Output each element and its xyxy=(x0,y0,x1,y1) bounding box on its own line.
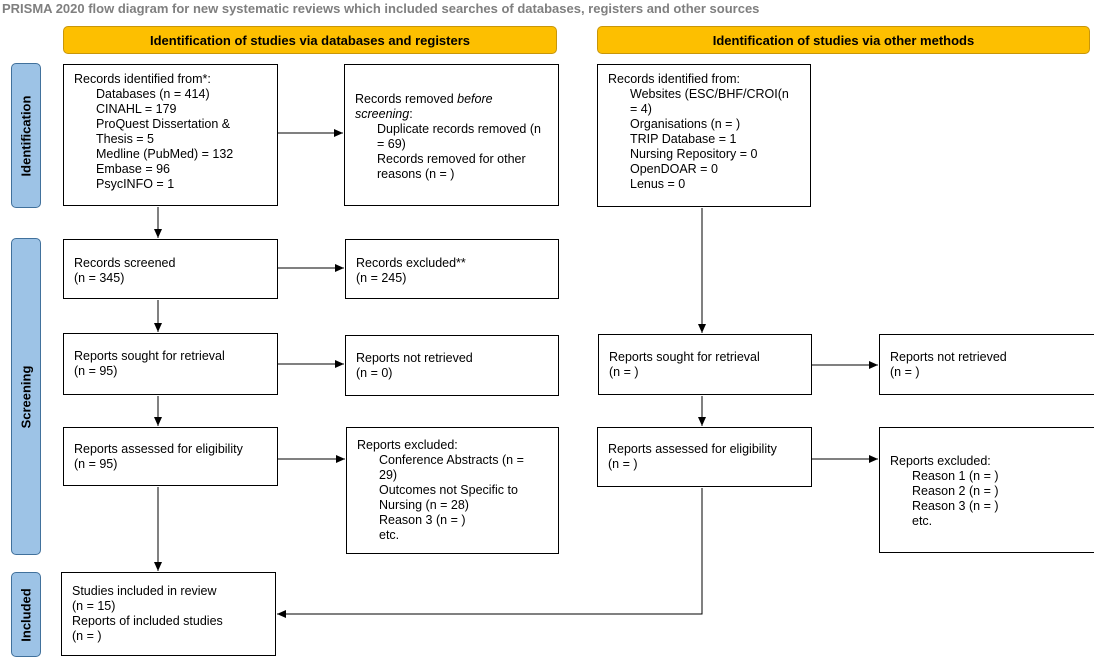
reports-assessed-other-count: (n = ) xyxy=(608,457,638,471)
records-screened-count: (n = 345) xyxy=(74,271,125,285)
reports-sought-other-count: (n = ) xyxy=(609,365,639,379)
records-identified-line: Thesis = 5 xyxy=(96,132,155,146)
reports-excluded-db-box: Reports excluded: Conference Abstracts (… xyxy=(346,427,559,554)
reports-assessed-other-label: Reports assessed for eligibility xyxy=(608,442,777,456)
records-excluded-box: Records excluded** (n = 245) xyxy=(345,239,559,299)
studies-included-line: (n = ) xyxy=(72,629,102,643)
diagram-title: PRISMA 2020 flow diagram for new systema… xyxy=(2,1,760,16)
other-identified-line: Organisations (n = ) xyxy=(630,117,741,131)
records-removed-box: Records removed before screening: Duplic… xyxy=(344,64,559,206)
records-screened-label: Records screened xyxy=(74,256,176,270)
reports-sought-other-box: Reports sought for retrieval (n = ) xyxy=(598,334,812,395)
header-other-methods: Identification of studies via other meth… xyxy=(597,26,1090,54)
reports-assessed-db-box: Reports assessed for eligibility (n = 95… xyxy=(63,427,278,486)
reports-excluded-other-heading: Reports excluded: xyxy=(890,454,991,468)
reports-excluded-other-line: Reason 3 (n = ) xyxy=(912,499,999,513)
reports-not-retrieved-db-box: Reports not retrieved (n = 0) xyxy=(345,335,559,396)
studies-included-line: (n = 15) xyxy=(72,599,116,613)
records-excluded-label: Records excluded** xyxy=(356,256,466,270)
stage-screening: Screening xyxy=(11,238,41,555)
reports-not-retrieved-other-label: Reports not retrieved xyxy=(890,350,1007,364)
records-removed-line: reasons (n = ) xyxy=(377,167,455,181)
other-identified-line: Websites (ESC/BHF/CROI(n xyxy=(630,87,789,101)
records-identified-box: Records identified from*: Databases (n =… xyxy=(63,64,278,206)
reports-excluded-other-line: Reason 2 (n = ) xyxy=(912,484,999,498)
records-identified-line: Embase = 96 xyxy=(96,162,171,176)
reports-excluded-db-line: Outcomes not Specific to xyxy=(379,483,518,497)
records-removed-line: = 69) xyxy=(377,137,406,151)
reports-excluded-db-line: etc. xyxy=(379,528,400,542)
reports-sought-db-count: (n = 95) xyxy=(74,364,118,378)
reports-excluded-db-line: Reason 3 (n = ) xyxy=(379,513,466,527)
records-excluded-count: (n = 245) xyxy=(356,271,407,285)
reports-excluded-db-line: Nursing (n = 28) xyxy=(379,498,469,512)
other-identified-line: TRIP Database = 1 xyxy=(630,132,737,146)
studies-included-line: Studies included in review xyxy=(72,584,217,598)
records-identified-line: ProQuest Dissertation & xyxy=(96,117,231,131)
other-identified-heading: Records identified from: xyxy=(608,72,741,86)
records-identified-line: Medline (PubMed) = 132 xyxy=(96,147,234,161)
other-identified-line: OpenDOAR = 0 xyxy=(630,162,718,176)
reports-excluded-other-box: Reports excluded: Reason 1 (n = ) Reason… xyxy=(879,427,1094,553)
records-removed-heading: Records removed before screening: xyxy=(355,92,493,121)
other-identified-line: Nursing Repository = 0 xyxy=(630,147,758,161)
records-removed-line: Records removed for other xyxy=(377,152,526,166)
reports-not-retrieved-other-box: Reports not retrieved (n = ) xyxy=(879,334,1094,395)
reports-excluded-other-line: Reason 1 (n = ) xyxy=(912,469,999,483)
stage-identification: Identification xyxy=(11,63,41,208)
reports-not-retrieved-other-count: (n = ) xyxy=(890,365,920,379)
reports-excluded-db-line: 29) xyxy=(379,468,398,482)
reports-not-retrieved-db-label: Reports not retrieved xyxy=(356,351,473,365)
reports-excluded-other-line: etc. xyxy=(912,514,933,528)
records-removed-line: Duplicate records removed (n xyxy=(377,122,541,136)
records-screened-box: Records screened (n = 345) xyxy=(63,239,278,299)
reports-sought-other-label: Reports sought for retrieval xyxy=(609,350,760,364)
reports-not-retrieved-db-count: (n = 0) xyxy=(356,366,393,380)
stage-included: Included xyxy=(11,572,41,657)
reports-excluded-db-heading: Reports excluded: xyxy=(357,438,458,452)
other-identified-line: Lenus = 0 xyxy=(630,177,686,191)
records-identified-heading: Records identified from*: xyxy=(74,72,211,86)
other-identified-box: Records identified from: Websites (ESC/B… xyxy=(597,64,811,207)
reports-assessed-other-box: Reports assessed for eligibility (n = ) xyxy=(597,427,812,487)
reports-assessed-db-label: Reports assessed for eligibility xyxy=(74,442,243,456)
header-databases: Identification of studies via databases … xyxy=(63,26,557,54)
records-identified-line: Databases (n = 414) xyxy=(96,87,210,101)
other-identified-line: = 4) xyxy=(630,102,652,116)
studies-included-box: Studies included in review (n = 15) Repo… xyxy=(61,572,276,656)
arrow-other-assessed-to-included xyxy=(277,488,703,618)
reports-sought-db-label: Reports sought for retrieval xyxy=(74,349,225,363)
records-identified-line: PsycINFO = 1 xyxy=(96,177,175,191)
studies-included-line: Reports of included studies xyxy=(72,614,223,628)
records-identified-line: CINAHL = 179 xyxy=(96,102,177,116)
reports-sought-db-box: Reports sought for retrieval (n = 95) xyxy=(63,333,278,395)
reports-assessed-db-count: (n = 95) xyxy=(74,457,118,471)
reports-excluded-db-line: Conference Abstracts (n = xyxy=(379,453,524,467)
